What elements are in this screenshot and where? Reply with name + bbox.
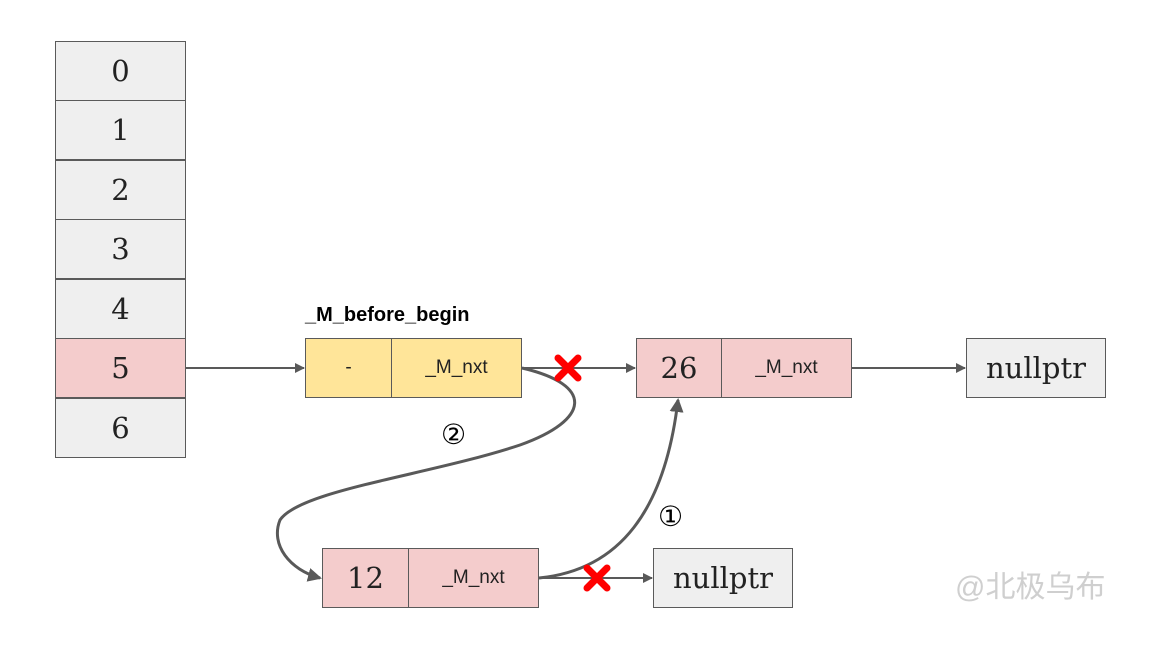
bucket-6: 6 [55, 398, 186, 458]
before-begin-value: - [305, 338, 392, 398]
bucket-0: 0 [55, 41, 186, 101]
node-12-value: 12 [322, 548, 409, 608]
step-2-marker: ② [441, 419, 467, 450]
watermark: @北极乌布 [955, 571, 1106, 604]
cross-icon-top [554, 354, 582, 382]
bucket-4: 4 [55, 279, 186, 339]
bucket-1: 1 [55, 100, 186, 160]
nullptr-box-bottom: nullptr [653, 548, 793, 608]
node-26-next: _M_nxt [721, 338, 852, 398]
nullptr-box-top: nullptr [966, 338, 1106, 398]
cross-icon-bottom [583, 564, 611, 592]
arrow-step2-before-begin-to-12 [275, 366, 577, 582]
arrow-step1-12-to-26 [538, 398, 684, 580]
before-begin-label: _M_before_begin [305, 304, 470, 326]
bucket-5: 5 [55, 338, 186, 398]
bucket-3: 3 [55, 219, 186, 279]
bucket-2: 2 [55, 160, 186, 220]
node-26-value: 26 [636, 338, 722, 398]
step-1-marker: ① [658, 501, 684, 532]
node-12-next: _M_nxt [408, 548, 539, 608]
before-begin-next: _M_nxt [391, 338, 522, 398]
